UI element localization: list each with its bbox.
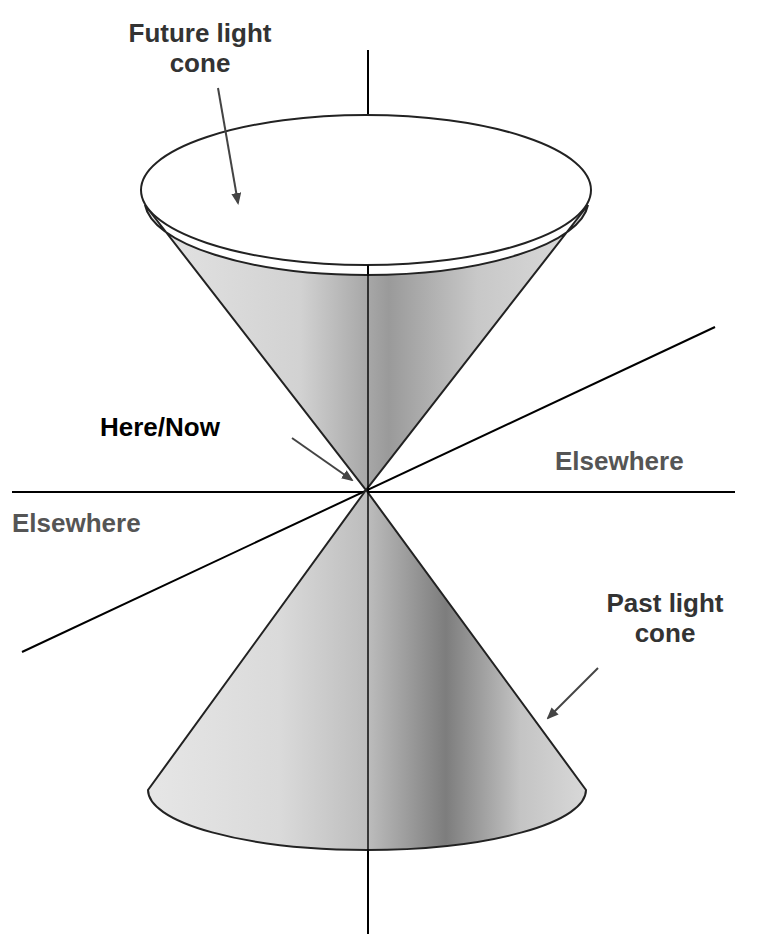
leader-arrow bbox=[548, 668, 598, 718]
cone-label: Past light cone bbox=[590, 588, 740, 648]
future-cone-rim bbox=[141, 115, 591, 265]
region-label: Elsewhere bbox=[12, 508, 141, 538]
time-axis bbox=[367, 490, 369, 934]
origin-label: Here/Now bbox=[100, 412, 220, 442]
leader-arrow bbox=[292, 438, 352, 480]
cone-label: Future light cone bbox=[125, 18, 275, 78]
space-axis bbox=[12, 491, 735, 493]
leader-arrow bbox=[218, 88, 238, 203]
time-axis bbox=[367, 265, 369, 490]
region-label: Elsewhere bbox=[555, 446, 684, 476]
